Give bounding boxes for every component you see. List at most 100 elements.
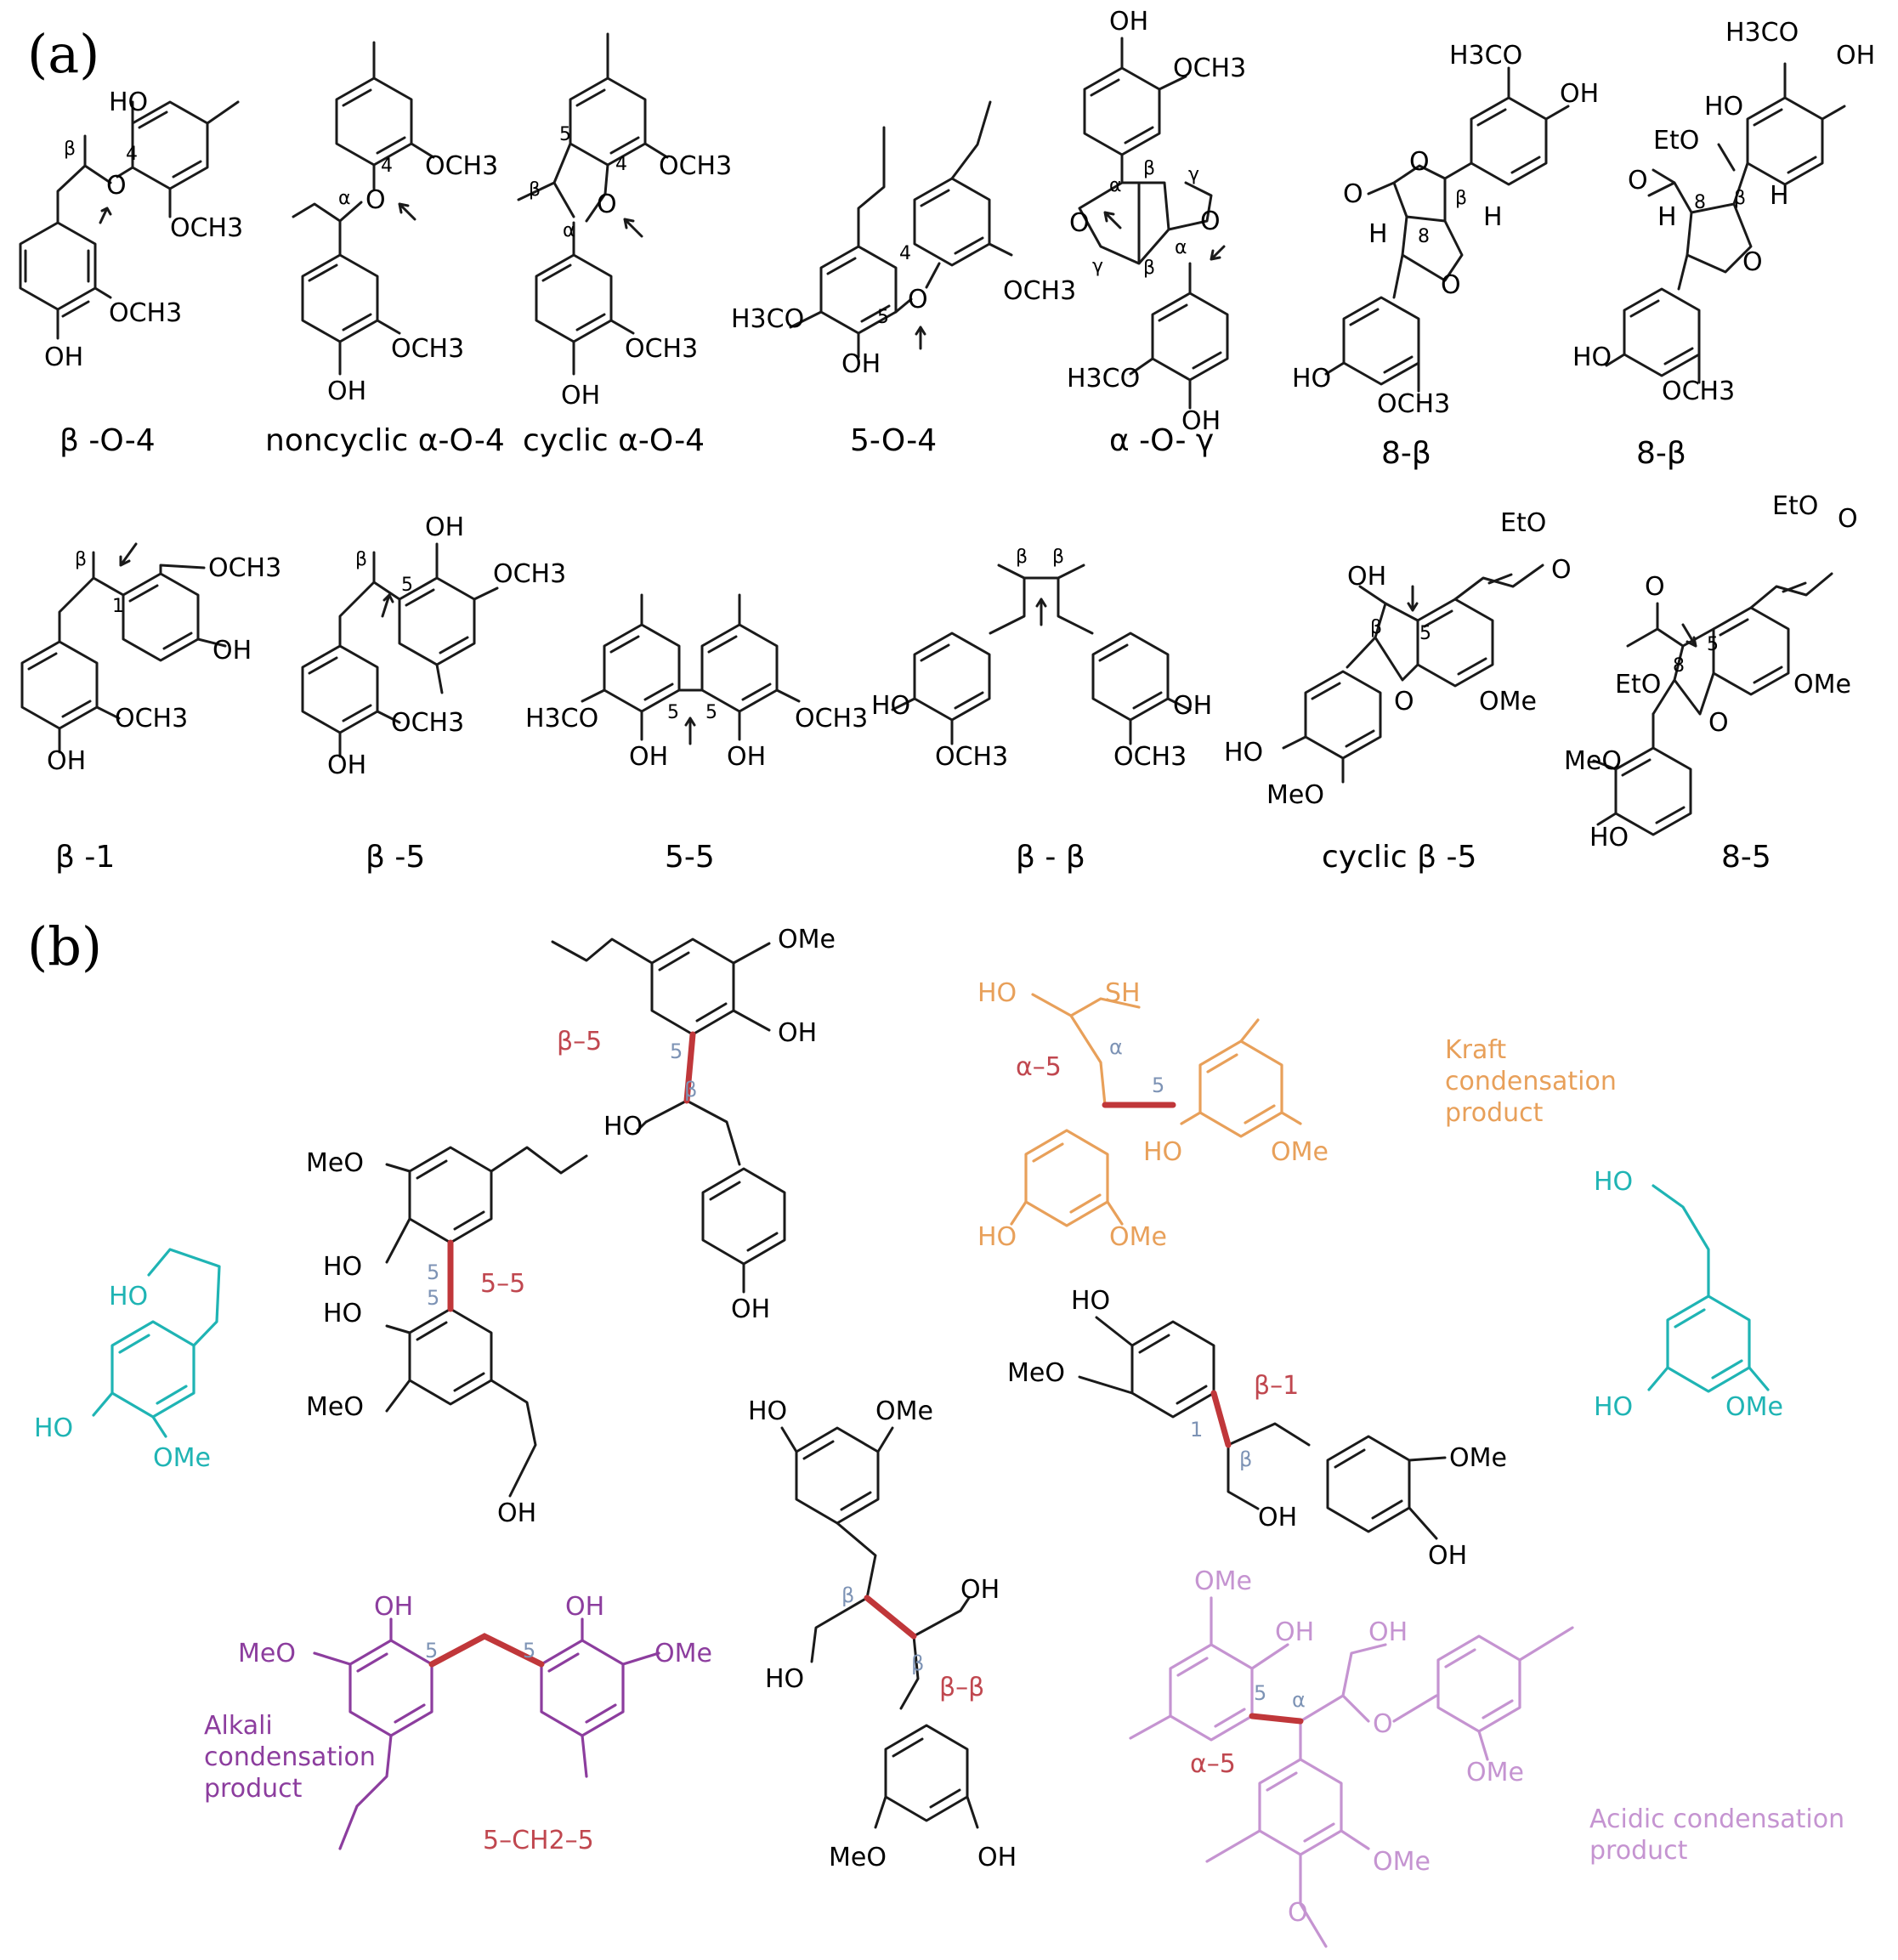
structure-beta-o-4: O HO OCH3 OCH3 OH 4 β β -O-4: [19, 88, 243, 458]
atom-ho: HO: [765, 1664, 804, 1694]
position-5: 5: [705, 702, 717, 723]
caption-cyclic-alpha-o-4: cyclic α-O-4: [523, 423, 705, 458]
panel-b-teal-monomer-left: HO HO OMe: [34, 1248, 221, 1473]
position-beta: β: [529, 179, 541, 201]
caption-beta-o-4: β -O-4: [59, 423, 156, 458]
atom-ome: OMe: [153, 1443, 211, 1473]
atom-ho: HO: [34, 1413, 73, 1443]
arrow-icon: [1407, 585, 1419, 612]
caption-cyclic-beta-5: cyclic β -5: [1322, 840, 1476, 875]
atom-och3: OCH3: [1003, 276, 1076, 306]
atom-och3: OCH3: [170, 213, 243, 243]
atom-och3: OCH3: [1173, 54, 1246, 83]
structure-noncyclic-alpha-o-4: O OCH3 OCH3 OH 4 α noncyclic α-O-4: [265, 41, 505, 458]
position-5: 5: [427, 1260, 439, 1284]
position-gamma: γ: [1188, 164, 1199, 185]
atom-o: O: [908, 285, 928, 314]
panel-b-beta-5: OMe OH HO OH β–5 5 β: [551, 925, 836, 1324]
atom-oh: OH: [327, 751, 366, 780]
atom-ho: HO: [977, 1222, 1017, 1252]
link-label-beta-beta: β–β: [939, 1673, 984, 1702]
atom-och3: OCH3: [425, 151, 498, 181]
atom-oh: OH: [1181, 406, 1221, 436]
atom-ome: OMe: [1109, 1222, 1167, 1252]
position-beta: β: [1143, 258, 1155, 279]
atom-och3: OCH3: [795, 704, 868, 734]
panel-b-beta-beta: HO OMe HO OH MeO OH β–β β β: [748, 1396, 1017, 1872]
structure-5-o-4: O H3CO OCH3 OH 5 4 5-O-4: [731, 100, 1076, 458]
structure-5-5: H3CO OCH3 OH OH 5 5 5-5: [525, 593, 868, 875]
atom-oh: OH: [327, 377, 366, 406]
position-8: 8: [1418, 226, 1430, 247]
atom-ho: HO: [1224, 738, 1263, 768]
atom-ho: HO: [109, 88, 148, 117]
position-5: 5: [1707, 634, 1719, 655]
atom-h: H: [1368, 219, 1388, 249]
atom-oh: OH: [47, 746, 86, 776]
atom-ho: HO: [1594, 1167, 1633, 1197]
structure-beta-1: OCH3 OH OCH3 OH β 1 β -1: [20, 542, 281, 875]
atom-oh: OH: [1258, 1503, 1297, 1532]
atom-o: O: [1838, 504, 1858, 534]
position-1: 1: [112, 596, 124, 617]
position-gamma: γ: [1092, 256, 1103, 277]
atom-oh: OH: [1275, 1617, 1314, 1647]
atom-oh: OH: [1560, 79, 1599, 109]
position-5: 5: [425, 1639, 438, 1663]
atom-oh: OH: [374, 1592, 413, 1622]
atom-meo: MeO: [1007, 1358, 1065, 1388]
atom-oh: OH: [727, 742, 766, 772]
atom-h: H: [1770, 181, 1789, 211]
alkali-label-line-3: product: [204, 1774, 303, 1804]
atom-ho: HO: [1143, 1137, 1182, 1167]
atom-ho: HO: [977, 978, 1017, 1008]
arrow-icon: [381, 593, 394, 618]
position-beta: β: [355, 549, 367, 570]
atom-ho: HO: [1292, 364, 1331, 394]
atom-ome: OMe: [1725, 1392, 1783, 1422]
atom-ho: HO: [1589, 823, 1629, 853]
position-1: 1: [1190, 1418, 1203, 1442]
alkali-label-line-2: condensation: [204, 1742, 376, 1772]
panel-b-kraft-alpha-5: HO SH HO OMe HO OMe α–5 α 5 Kraft conden…: [977, 978, 1617, 1252]
atom-h: H: [1657, 202, 1677, 232]
atom-o: O: [1441, 270, 1461, 300]
atom-och3: OCH3: [391, 334, 464, 364]
atom-h3co: H3CO: [731, 304, 804, 334]
atom-o: O: [1069, 208, 1090, 238]
position-alpha: α: [1109, 175, 1122, 196]
position-4: 4: [126, 144, 138, 165]
atom-h3co: H3CO: [525, 704, 598, 734]
structure-alpha-o-gamma: OH OCH3 O O H3CO OH α β γ γ β α α -O- γ: [1067, 7, 1246, 458]
atom-h: H: [1483, 202, 1503, 232]
atom-ome: OMe: [875, 1396, 933, 1426]
structure-beta-beta: HO OH OCH3 OCH3 β β β - β: [871, 547, 1212, 875]
alkali-label-line-1: Alkali: [204, 1711, 273, 1741]
position-5: 5: [559, 124, 571, 145]
atom-o: O: [1409, 147, 1430, 177]
position-5: 5: [1152, 1073, 1164, 1097]
position-5: 5: [427, 1286, 439, 1310]
atom-ome: OMe: [1793, 670, 1851, 700]
atom-ho: HO: [1704, 92, 1743, 122]
position-5: 5: [1254, 1681, 1266, 1705]
atom-ome: OMe: [1194, 1566, 1252, 1596]
position-beta: β: [1016, 547, 1028, 568]
structure-8-5: EtO O O EtO O OMe MeO HO 8 5 8-5: [1564, 491, 1858, 875]
atom-o: O: [1551, 555, 1572, 585]
atom-ho: HO: [748, 1396, 787, 1426]
caption-beta-5: β -5: [365, 840, 425, 875]
link-label-beta-5: β–5: [557, 1027, 602, 1056]
arrow-icon: [99, 207, 112, 224]
acidic-label-line-2: product: [1589, 1836, 1688, 1866]
position-alpha: α: [1175, 237, 1187, 258]
atom-och3: OCH3: [1377, 389, 1450, 419]
acidic-label-line-1: Acidic condensation: [1589, 1804, 1844, 1834]
atom-och3: OCH3: [625, 334, 698, 364]
atom-eto: EtO: [1500, 508, 1546, 538]
atom-oh: OH: [565, 1592, 604, 1622]
atom-och3: OCH3: [493, 559, 566, 589]
atom-o: O: [1200, 207, 1221, 236]
atom-och3: OCH3: [115, 704, 188, 734]
atom-eto: EtO: [1615, 670, 1661, 700]
